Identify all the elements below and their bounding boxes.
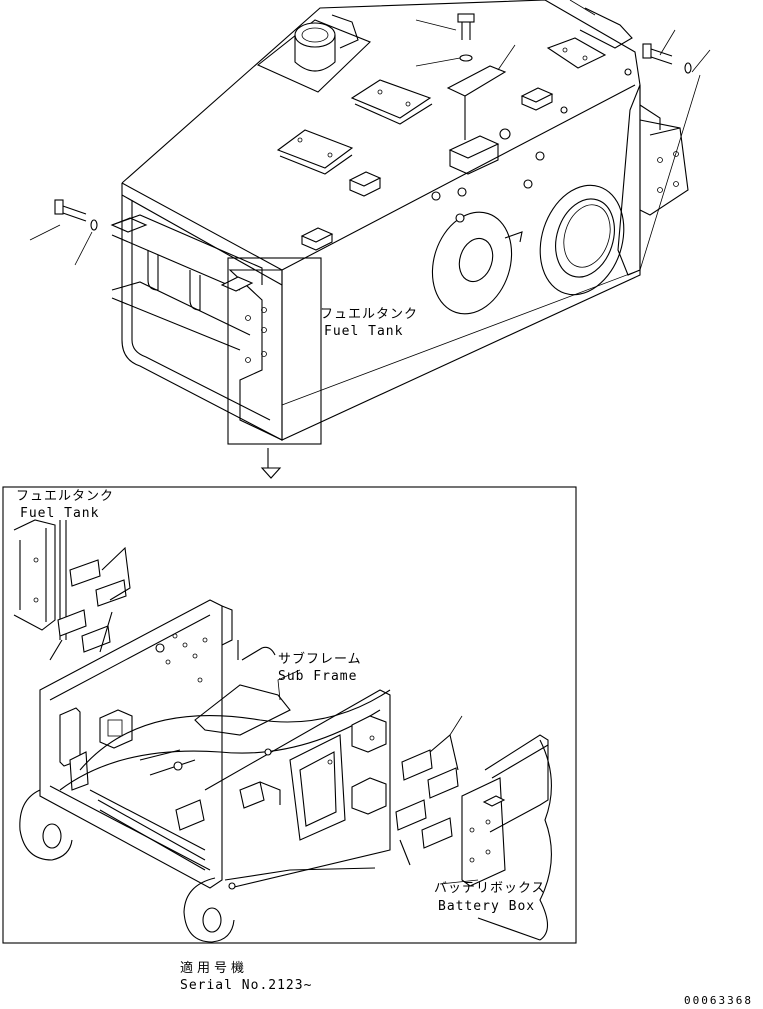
applicability-label-jp: 適用号機 (180, 961, 249, 976)
detail-frame (2, 486, 577, 944)
sub-frame-label-en: Sub Frame (278, 669, 358, 684)
serial-number: Serial No.2123~ (180, 978, 313, 993)
sub-frame-drawing (13, 519, 552, 943)
sub-frame-label-jp: サブフレーム (278, 652, 362, 667)
battery-box-label-en: Battery Box (438, 899, 536, 914)
drawing-number: 00063368 (684, 994, 753, 1007)
fuel-tank-label-en: Fuel Tank (324, 324, 404, 339)
battery-box-label-jp: バッテリボックス (434, 881, 546, 896)
detail-fuel-tank-label-en: Fuel Tank (20, 506, 100, 521)
fuel-tank-label-jp: フュエルタンク (320, 307, 419, 322)
detail-fuel-tank-label-jp: フュエルタンク (16, 489, 115, 504)
fuel-tank-drawing (29, 0, 711, 479)
